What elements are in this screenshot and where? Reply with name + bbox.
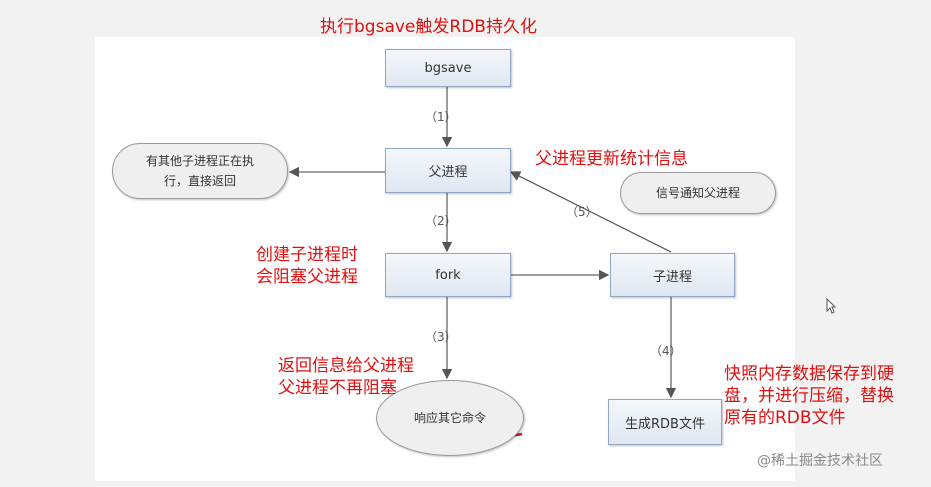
mouse-cursor-icon bbox=[826, 298, 836, 314]
node-fork: fork bbox=[385, 253, 511, 297]
arrow-child-to-parent bbox=[509, 171, 672, 253]
node-parent-process: 父进程 bbox=[385, 148, 511, 193]
step-label-5: （5） bbox=[566, 205, 598, 219]
step-label-2: （2） bbox=[425, 214, 457, 228]
step-label-4: （4） bbox=[650, 344, 682, 358]
node-child-process: 子进程 bbox=[610, 253, 735, 297]
annotation-parent-update: 父进程更新统计信息 bbox=[535, 149, 688, 169]
node-signal-parent: 信号通知父进程 bbox=[620, 172, 776, 214]
annotation-snapshot: 快照内存数据保存到硬 盘，并进行压缩，替换 原有的RDB文件 bbox=[724, 364, 894, 428]
step-label-1: （1） bbox=[425, 110, 457, 124]
annotation-fork-block: 创建子进程时 会阻塞父进程 bbox=[256, 245, 358, 287]
diagram-title: 执行bgsave触发RDB持久化 bbox=[320, 17, 537, 37]
node-bgsave: bgsave bbox=[385, 49, 511, 87]
step-label-3: （3） bbox=[425, 330, 457, 344]
annotation-return-info: 返回信息给父进程 父进程不再阻塞 bbox=[278, 356, 414, 398]
node-rdb-file: 生成RDB文件 bbox=[608, 399, 722, 445]
node-other-process-running: 有其他子进程正在执 行，直接返回 bbox=[112, 143, 288, 199]
node-respond-commands: 响应其它命令 bbox=[376, 380, 524, 456]
watermark: @稀土掘金技术社区 bbox=[757, 453, 883, 469]
